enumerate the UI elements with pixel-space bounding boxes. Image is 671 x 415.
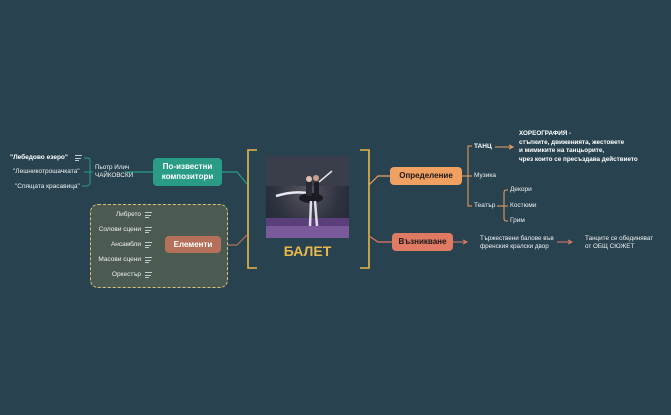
origin-step2-line2: от ОБЩ СЮЖЕТ xyxy=(585,242,635,250)
element-item-orchestra[interactable]: Оркестър xyxy=(111,271,141,278)
theater-costumes[interactable]: Костюми xyxy=(510,202,537,209)
work-nutcracker[interactable]: "Лешникотрошачката" xyxy=(13,168,80,175)
orchestra-note-icon[interactable] xyxy=(145,272,152,278)
element-item-mass-scenes[interactable]: Масови сцени xyxy=(98,256,141,263)
ensembles-note-icon[interactable] xyxy=(145,242,152,248)
composer-last-name: ЧАЙКОВСКИ xyxy=(95,171,134,179)
composers-node[interactable]: По-известни композитори xyxy=(153,158,222,186)
theater-makeup[interactable]: Грим xyxy=(510,217,525,224)
choreography-line2: стъпките, движенията, жестовете xyxy=(519,138,625,146)
libretto-note-icon[interactable] xyxy=(145,212,152,218)
origin-step1-line2: френския кралски двор xyxy=(480,242,549,250)
definition-node[interactable]: Определение xyxy=(390,167,462,185)
swan-lake-note-icon[interactable] xyxy=(75,155,82,161)
solo-scenes-note-icon[interactable] xyxy=(145,227,152,233)
definition-theater[interactable]: Театър xyxy=(474,202,496,209)
composer-first-name: Пьотр Илич xyxy=(95,164,130,171)
element-item-solo-scenes[interactable]: Солови сцени xyxy=(98,226,141,233)
origin-step2[interactable]: Танците се обединяват от ОБЩ СЮЖЕТ xyxy=(585,235,653,251)
ballet-photo xyxy=(266,156,349,238)
theater-sets[interactable]: Декори xyxy=(510,186,532,193)
choreography-line3: и мимиките на танцьорите, xyxy=(519,147,605,154)
work-sleeping-beauty[interactable]: "Спящата красавица" xyxy=(15,183,80,190)
origin-node[interactable]: Възникване xyxy=(392,233,453,251)
element-item-ensembles[interactable]: Ансамбли xyxy=(110,241,141,248)
ballet-dancers-image xyxy=(266,156,349,238)
definition-music[interactable]: Музика xyxy=(474,172,496,179)
origin-step1[interactable]: Тържествени балове във френския кралски … xyxy=(480,235,554,251)
choreography-detail[interactable]: ХОРЕОГРАФИЯ - стъпките, движенията, жест… xyxy=(519,130,638,164)
elements-node[interactable]: Елементи xyxy=(165,236,221,253)
origin-step1-line1: Тържествени балове във xyxy=(480,235,554,242)
work-swan-lake[interactable]: "Лебедово езеро" xyxy=(10,154,68,161)
choreography-line1: ХОРЕОГРАФИЯ - xyxy=(519,130,572,137)
mass-scenes-note-icon[interactable] xyxy=(145,257,152,263)
element-item-libretto[interactable]: Либрето xyxy=(115,211,141,218)
composers-label-line1: По-известни xyxy=(162,162,213,172)
composer-name[interactable]: Пьотр Илич ЧАЙКОВСКИ xyxy=(95,164,134,180)
composers-label-line2: композитори xyxy=(161,172,214,181)
central-topic-title[interactable]: БАЛЕТ xyxy=(283,243,332,259)
origin-step2-line1: Танците се обединяват xyxy=(585,235,654,242)
definition-dance[interactable]: ТАНЦ xyxy=(474,143,492,150)
choreography-line4: чрез които се пресъздава действието xyxy=(519,155,638,163)
